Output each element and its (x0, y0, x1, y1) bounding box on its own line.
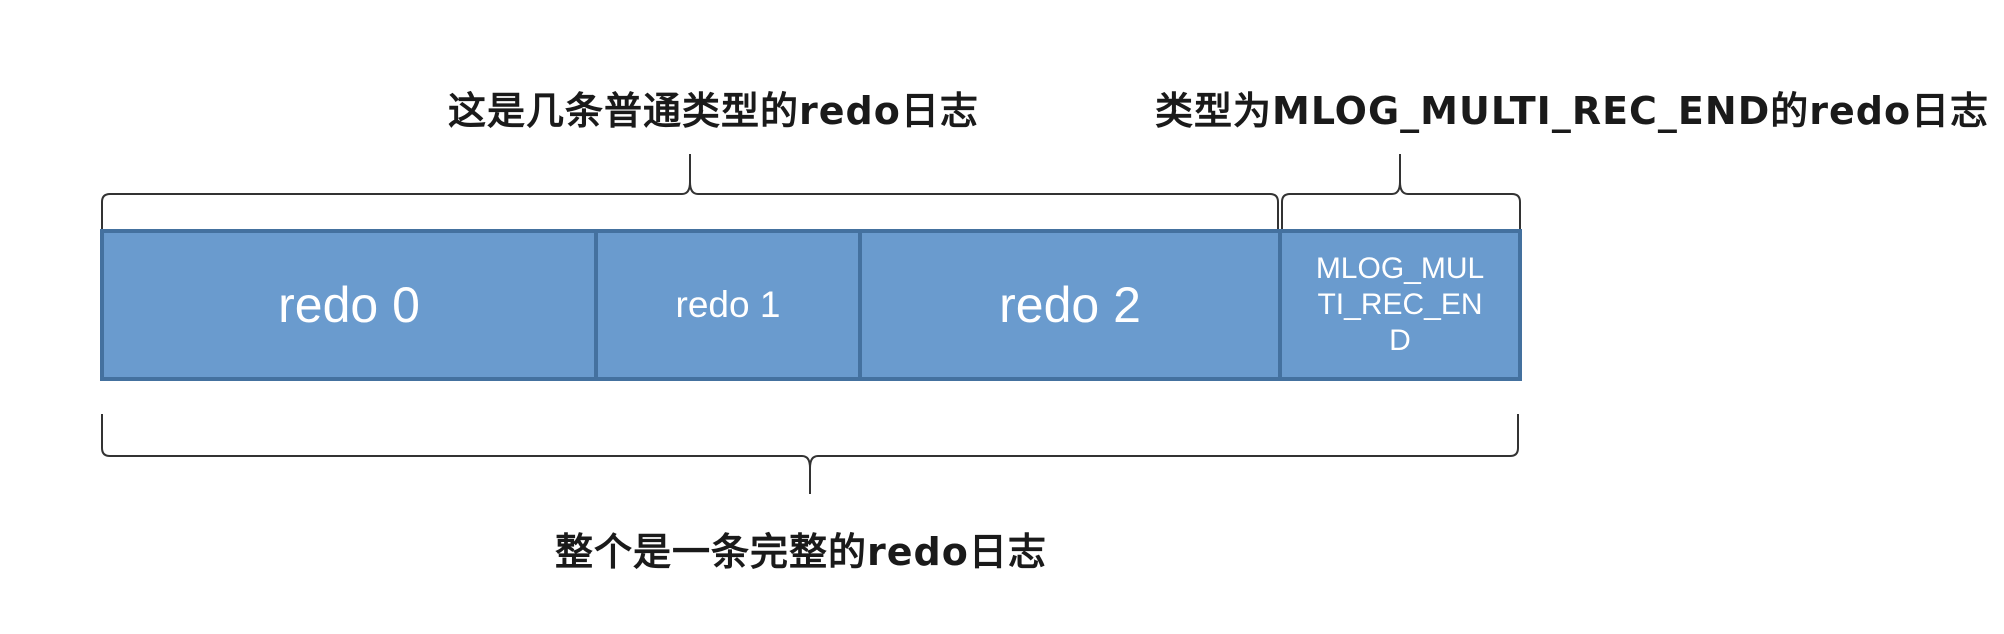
redo-block-0-label: redo 0 (278, 277, 420, 333)
top-left-brace (101, 154, 1279, 232)
redo-block-0: redo 0 (104, 233, 598, 377)
mlog-multi-rec-end-label: MLOG_MULTI_REC_END (1315, 252, 1485, 357)
label-normal-redo-logs: 这是几条普通类型的redo日志 (448, 89, 979, 133)
label-complete-redo-log: 整个是一条完整的redo日志 (555, 530, 1047, 574)
redo-block-1: redo 1 (598, 233, 862, 377)
mlog-multi-rec-end-block: MLOG_MULTI_REC_END (1282, 233, 1518, 377)
label-multi-rec-end-log: 类型为MLOG_MULTI_REC_END的redo日志 (1155, 89, 1990, 133)
redo-block-1-label: redo 1 (675, 284, 781, 325)
redo-log-group: redo 0 redo 1 redo 2 MLOG_MULTI_REC_END (100, 229, 1522, 381)
redo-block-2: redo 2 (862, 233, 1282, 377)
top-right-brace (1281, 154, 1521, 232)
bottom-brace (101, 414, 1519, 494)
redo-block-2-label: redo 2 (999, 277, 1141, 333)
